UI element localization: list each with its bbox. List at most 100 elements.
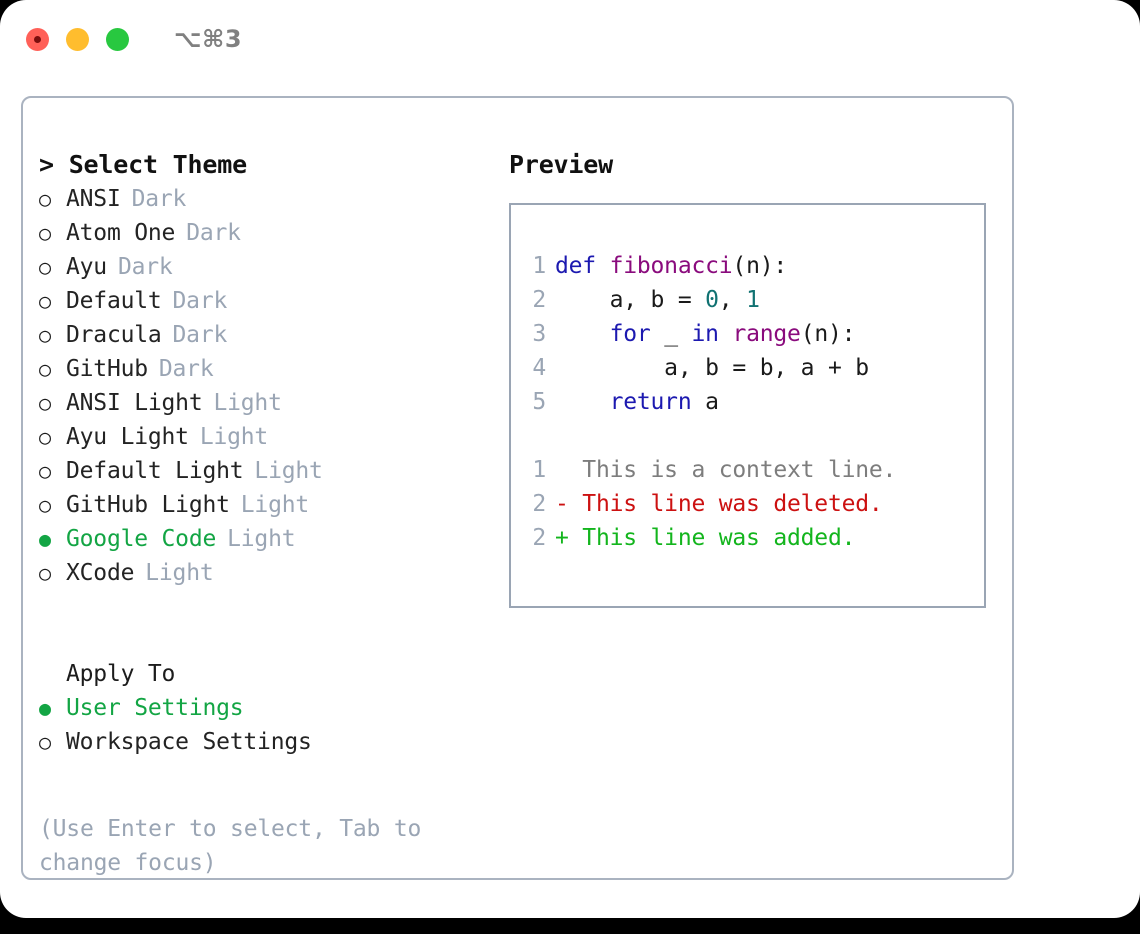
code-token: 1 [746,287,760,313]
window-title: ⌥⌘3 [174,25,243,53]
code-token: for [609,321,651,347]
theme-option-label: Default Light [66,458,244,484]
radio-unselected-icon: ○ [39,255,51,279]
close-button[interactable] [26,27,49,51]
diff-line: 2 + This line was added. [511,521,984,555]
code-line: 4 a, b = b, a + b [511,351,984,385]
theme-option-ayu[interactable]: ○ Ayu Dark [39,250,503,284]
theme-option-label: Default [66,288,162,314]
theme-option-tag: Dark [131,186,187,212]
code-token [555,321,610,347]
diff-line-content: - This line was deleted. [555,491,883,517]
apply-to-option-user-settings[interactable]: ● User Settings [39,691,503,725]
radio-unselected-icon: ○ [39,289,51,313]
theme-option-tag: Light [254,458,323,484]
code-token: _ [650,321,692,347]
code-token: in [691,321,719,347]
radio-unselected-icon: ○ [39,561,51,585]
radio-unselected-icon: ○ [39,459,51,483]
maximize-button[interactable] [106,27,129,51]
code-token: def [555,253,610,279]
theme-option-tag: Light [227,526,296,552]
code-line: 3 for _ in range(n): [511,317,984,351]
theme-option-label: Ayu [66,254,107,280]
preview-header: Preview [509,150,613,179]
code-token: range [732,321,801,347]
theme-option-default[interactable]: ○ Default Dark [39,284,503,318]
apply-to-option-label: Workspace Settings [66,729,312,755]
radio-unselected-icon: ○ [39,357,51,381]
code-line-content: def fibonacci(n): [555,249,787,283]
theme-option-ansi[interactable]: ○ ANSI Dark [39,182,503,216]
radio-unselected-icon: ○ [39,187,51,211]
theme-option-tag: Dark [117,254,173,280]
code-line: 2 a, b = 0, 1 [511,283,984,317]
code-token: return [609,389,692,415]
code-line-number: 5 [532,389,546,415]
code-line-content: for _ in range(n): [555,317,856,351]
code-token: fibonacci [609,253,733,279]
theme-option-default-light[interactable]: ○ Default Light Light [39,454,503,488]
diff-sample: 1 This is a context line. 2 - This line wa… [511,453,984,555]
code-line-number: 4 [532,355,546,381]
apply-to-list[interactable]: ● User Settings ○ Workspace Settings [39,691,503,759]
theme-option-label: Ayu Light [66,424,189,450]
code-token [555,389,610,415]
code-token: , [718,287,747,313]
diff-line: 1 This is a context line. [511,453,984,487]
diff-line: 2 - This line was deleted. [511,487,984,521]
minimize-button[interactable] [66,27,89,51]
window-titlebar: ⌥⌘3 [0,0,1140,78]
code-token: 0 [705,287,719,313]
diff-line-number: 2 [532,491,546,517]
code-line-number: 2 [532,287,546,313]
theme-option-tag: Dark [172,322,228,348]
code-token: (n): [800,321,856,347]
diff-line-number: 1 [532,457,546,483]
code-token: a, b = b, a + b [555,355,869,381]
apply-to-option-label: User Settings [66,695,244,721]
code-token: (n): [732,253,788,279]
theme-option-label: XCode [66,560,135,586]
theme-option-tag: Dark [172,288,228,314]
code-token [719,321,733,347]
code-line-number: 1 [532,253,546,279]
theme-option-label: ANSI [66,186,121,212]
code-diff-spacer [511,419,984,453]
radio-unselected-icon: ○ [39,323,51,347]
apply-to-option-workspace-settings[interactable]: ○ Workspace Settings [39,725,503,759]
diff-line-content: + This line was added. [555,525,856,551]
radio-unselected-icon: ○ [39,493,51,517]
diff-line-content: This is a context line. [555,457,897,483]
theme-option-tag: Light [213,390,282,416]
code-token: a, b = [555,287,706,313]
radio-selected-icon: ● [39,696,51,720]
theme-option-tag: Light [199,424,269,450]
theme-option-label: GitHub [66,356,148,382]
code-line-number: 3 [532,321,546,347]
apply-to-header: Apply To [66,661,176,687]
radio-unselected-icon: ○ [39,730,51,754]
code-line-content: a, b = b, a + b [555,351,869,385]
radio-unselected-icon: ○ [39,221,51,245]
code-line: 5 return a [511,385,984,419]
diff-line-number: 2 [532,525,546,551]
theme-option-label: GitHub Light [66,492,230,518]
keyboard-hint-text: (Use Enter to select, Tab to change focu… [39,816,422,876]
theme-option-label: ANSI Light [66,390,203,416]
